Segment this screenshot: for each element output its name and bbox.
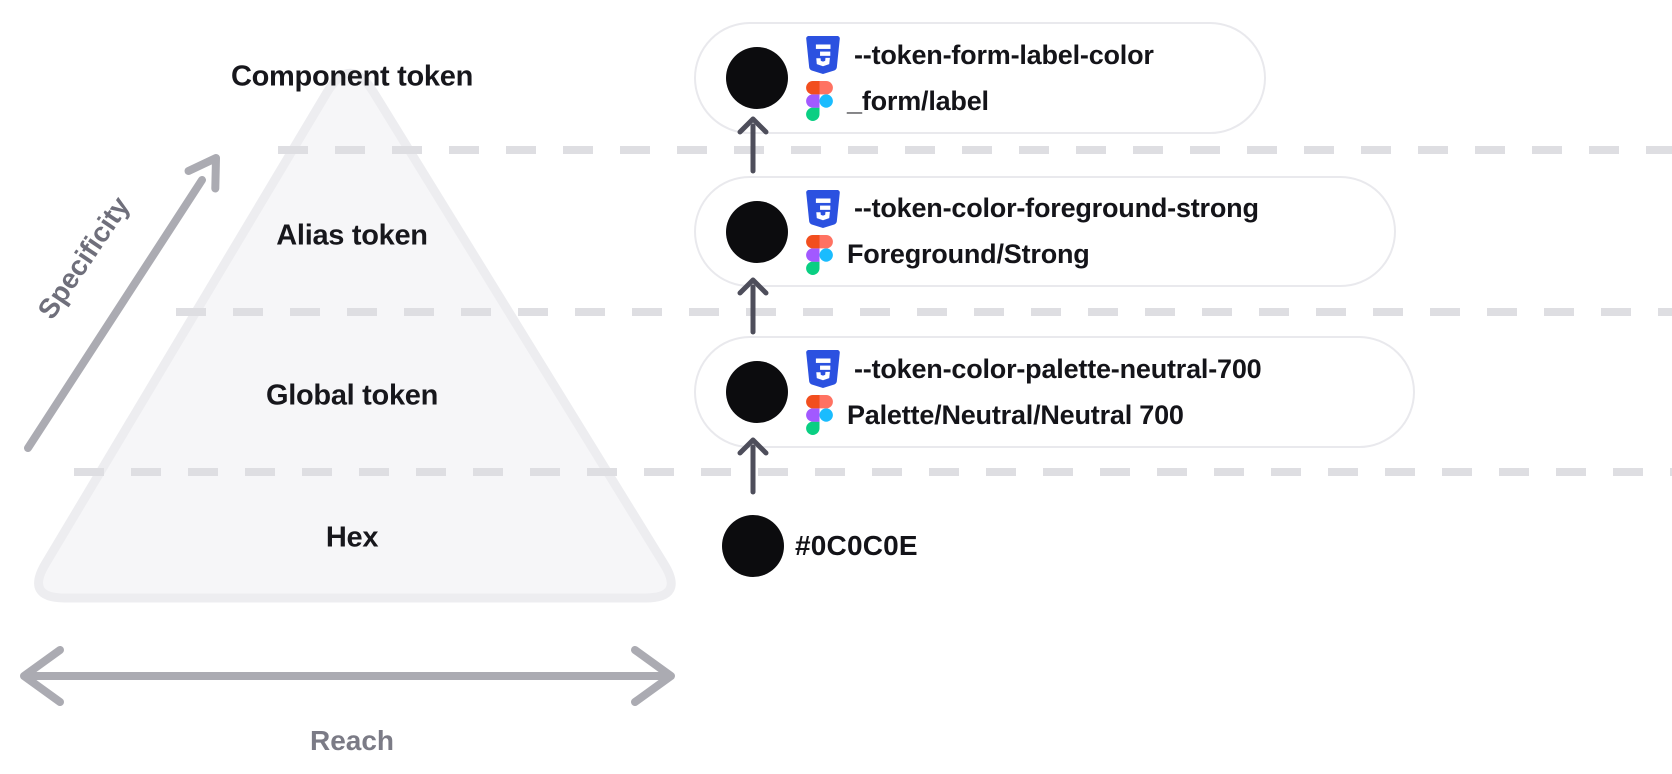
color-swatch [726, 47, 788, 109]
token-pill-global: --token-color-palette-neutral-700 Palett… [694, 336, 1415, 448]
css-icon [806, 350, 840, 388]
level-label-alias-token: Alias token [276, 219, 428, 252]
reach-axis-arrow [20, 646, 675, 706]
reach-axis-label: Reach [309, 725, 395, 756]
css-token-row: --token-color-palette-neutral-700 [806, 349, 1262, 389]
css-variable-name: --token-form-label-color [854, 39, 1154, 70]
hex-value-label: #0C0C0E [795, 530, 918, 561]
figma-style-row: _form/label [806, 81, 1154, 121]
color-swatch [726, 200, 788, 263]
specificity-axis-label: Specificity [31, 190, 136, 325]
css-token-row: --token-form-label-color [806, 35, 1154, 75]
figma-style-name: _form/label [847, 85, 989, 116]
figma-style-row: Palette/Neutral/Neutral 700 [806, 395, 1261, 435]
level-label-component-token: Component token [231, 60, 473, 93]
figma-style-name: Palette/Neutral/Neutral 700 [847, 399, 1184, 430]
hex-value-row: #0C0C0E [722, 515, 918, 577]
css-variable-name: --token-color-foreground-strong [854, 193, 1259, 223]
connector-arrow-up-2 [737, 277, 769, 335]
css-token-row: --token-color-foreground-strong [806, 189, 1259, 229]
figma-style-row: Foreground/Strong [806, 234, 1259, 275]
token-pill-alias: --token-color-foreground-strong Foregrou… [694, 176, 1396, 287]
css-icon [806, 189, 840, 228]
figma-style-name: Foreground/Strong [847, 239, 1090, 269]
token-pill-component: --token-form-label-color _form/label [694, 22, 1266, 134]
figma-icon [806, 395, 833, 435]
pyramid-shape [34, 68, 676, 603]
css-variable-name: --token-color-palette-neutral-700 [854, 353, 1262, 384]
figma-icon [806, 234, 833, 275]
css-icon [806, 36, 840, 74]
level-label-global-token: Global token [265, 379, 439, 412]
hex-color-swatch [722, 515, 784, 577]
color-swatch [726, 361, 788, 423]
level-label-hex: Hex [325, 521, 379, 554]
figma-icon [806, 81, 833, 121]
